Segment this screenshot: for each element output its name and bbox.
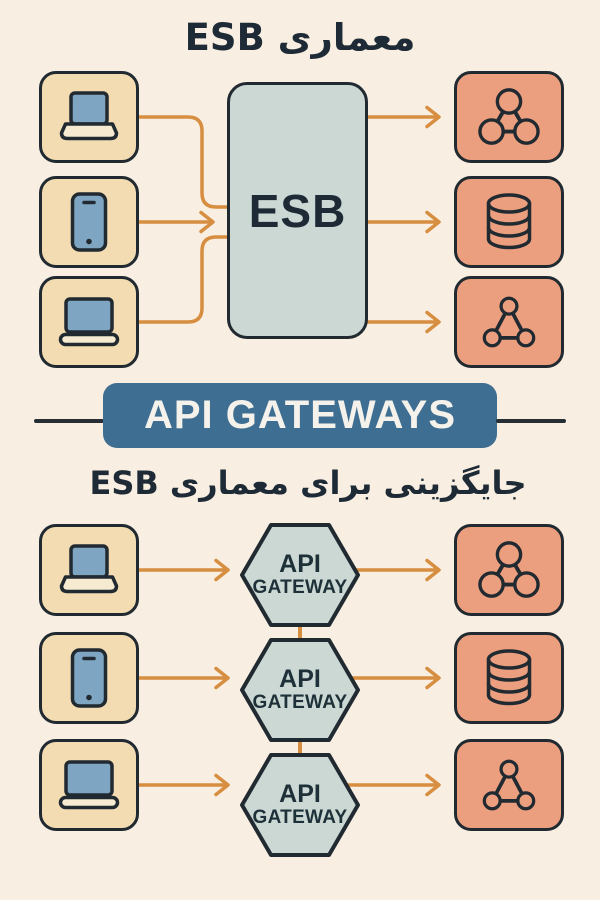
client-box-laptop-1 [39, 71, 139, 163]
arrowhead [214, 773, 230, 797]
arrowhead [425, 773, 441, 797]
phone-button [86, 694, 92, 701]
service-box-network-1 [454, 71, 564, 163]
arrow-client3-to-esb [135, 235, 229, 324]
graph-triangle-icon [482, 759, 536, 811]
gateway-label-1: API GATEWAY [242, 525, 358, 625]
network-node [513, 571, 540, 598]
graph-node [516, 791, 536, 811]
arrow-client1-to-esb [135, 115, 229, 209]
laptop-screen [64, 760, 114, 797]
network-nodes-icon [478, 88, 540, 145]
laptop-base [59, 575, 119, 594]
network-node [513, 118, 540, 145]
esb-bus-panel: ESB [227, 82, 368, 339]
graph-node [516, 328, 536, 348]
arrowhead [214, 558, 230, 582]
laptop-base [58, 332, 120, 347]
api-gateways-banner: API GATEWAYS [103, 383, 497, 448]
gateway-label-line2: GATEWAY [252, 807, 348, 829]
arrowhead [425, 210, 441, 234]
phone-body [70, 192, 108, 252]
arrowhead [214, 666, 230, 690]
database-ring [486, 215, 532, 226]
bottom-section-subtitle: جایگزینی برای معماری ESB [89, 464, 527, 502]
arrowhead [425, 558, 441, 582]
service-box-network-2 [454, 524, 564, 616]
service-box-database-2 [454, 632, 564, 724]
top-section-title: معماری ESB [184, 16, 416, 59]
client-box-laptop-2 [39, 276, 139, 368]
gateway-label-line2: GATEWAY [252, 692, 348, 714]
laptop-screen [69, 544, 109, 579]
arrowhead [425, 310, 441, 334]
service-box-graph-1 [454, 276, 564, 368]
network-node [478, 571, 505, 598]
graph-triangle-icon [482, 296, 536, 348]
smartphone-icon [70, 192, 108, 252]
banner-label: API GATEWAYS [143, 393, 457, 437]
gateway-label-line1: API [279, 780, 321, 809]
gateway-label-line1: API [279, 550, 321, 579]
graph-node [499, 759, 519, 779]
laptop-base [58, 795, 120, 810]
graph-node [482, 328, 502, 348]
database-ring [486, 683, 532, 694]
laptop-icon [59, 91, 119, 141]
database-top [486, 649, 532, 670]
service-box-database-1 [454, 176, 564, 268]
service-box-graph-2 [454, 739, 564, 831]
client-box-smartphone-1 [39, 176, 139, 268]
phone-button [86, 238, 92, 245]
arrowhead [199, 210, 215, 234]
graph-node [482, 791, 502, 811]
laptop-screen [64, 297, 114, 334]
gateway-label-3: API GATEWAY [242, 755, 358, 855]
database-icon [486, 193, 532, 250]
laptop-icon [58, 760, 120, 810]
laptop-icon [59, 544, 119, 594]
client-box-smartphone-2 [39, 632, 139, 724]
database-ring [486, 227, 532, 238]
network-node [495, 88, 523, 115]
database-ring [486, 671, 532, 682]
laptop-screen [69, 91, 109, 126]
network-node [495, 541, 523, 568]
database-top [486, 193, 532, 214]
gateway-label-line2: GATEWAY [252, 577, 348, 599]
arrowhead [425, 666, 441, 690]
smartphone-icon [70, 648, 108, 708]
network-node [478, 118, 505, 145]
esb-label: ESB [248, 184, 347, 237]
graph-node [499, 296, 519, 316]
divider-line-left [34, 419, 104, 423]
gateway-label-line1: API [279, 665, 321, 694]
phone-body [70, 648, 108, 708]
laptop-icon [58, 297, 120, 347]
network-nodes-icon [478, 541, 540, 598]
database-icon [486, 649, 532, 706]
arrowhead [425, 105, 441, 129]
gateway-label-2: API GATEWAY [242, 640, 358, 740]
laptop-base [59, 122, 119, 141]
client-box-laptop-3 [39, 524, 139, 616]
divider-line-right [496, 419, 566, 423]
client-box-laptop-4 [39, 739, 139, 831]
